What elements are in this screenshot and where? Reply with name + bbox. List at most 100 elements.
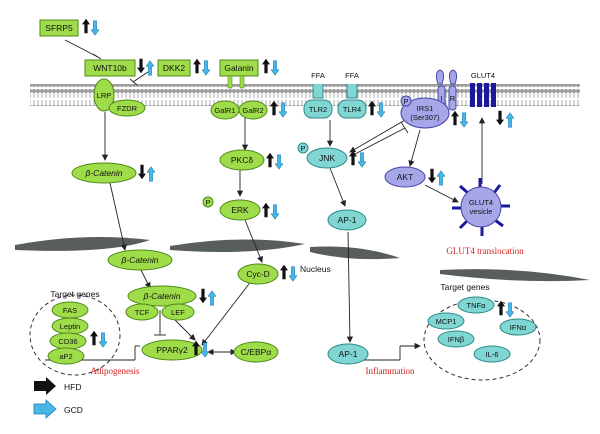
svg-text:HFD: HFD — [64, 382, 81, 392]
galanin-node: Galanin — [219, 59, 259, 77]
cyc-d-gcd-down-arrow — [289, 266, 297, 282]
nucleus-label: Nucleus — [300, 264, 331, 274]
inflammation-label: Inflammation — [366, 366, 415, 376]
svg-text:FFA: FFA — [345, 71, 359, 80]
hfd-legend-arrow — [34, 377, 56, 395]
akt-gcd-up-arrow — [437, 170, 445, 186]
galanin-gcd-down-arrow — [271, 60, 279, 76]
wnt10b-node: WNT10b — [84, 59, 136, 77]
lrp-fzdr-receptor: LRP FZDR — [93, 78, 146, 117]
glut4-hfd-down-arrow — [496, 110, 504, 126]
svg-text:P: P — [300, 144, 305, 153]
legend: HFD GCD — [33, 377, 83, 419]
jnk-node: JNK P — [297, 142, 348, 169]
svg-text:FAS: FAS — [63, 306, 77, 315]
glut4-vesicle: GLUT4 vesicle — [452, 178, 510, 236]
pkc-gcd-down-arrow — [275, 154, 283, 170]
pathway-connections — [45, 39, 486, 361]
pkc-hfd-up-arrow — [266, 152, 274, 168]
irs1-node: IRS1 (Ser307) P — [400, 95, 450, 129]
svg-text:TNFα: TNFα — [467, 301, 487, 310]
svg-text:GCD: GCD — [64, 405, 83, 415]
svg-text:IRS1: IRS1 — [417, 104, 434, 113]
svg-text:C/EBPα: C/EBPα — [241, 347, 272, 357]
svg-text:IFNβ: IFNβ — [448, 335, 465, 344]
beta-catenin-cyto-node: β-Catenin — [71, 162, 137, 184]
svg-text:P: P — [403, 97, 408, 106]
svg-text:PKCδ: PKCδ — [231, 155, 253, 165]
svg-text:R: R — [450, 94, 456, 103]
ap1-nuclear-node: AP-1 — [327, 343, 369, 365]
dkk2-hfd-up-arrow — [193, 58, 201, 74]
adipogenesis-genes-gcd-down-arrow — [99, 332, 107, 348]
beta-catenin-nuclear-gcd-up-arrow — [208, 290, 216, 306]
svg-text:P: P — [205, 198, 210, 207]
svg-text:β-Catenin: β-Catenin — [85, 168, 123, 178]
svg-text:(Ser307): (Ser307) — [410, 113, 440, 122]
svg-text:CD36: CD36 — [58, 337, 77, 346]
jnk-hfd-up-arrow — [349, 150, 357, 166]
svg-text:Leptin: Leptin — [60, 322, 80, 331]
beta-catenin-hfd-down-arrow — [138, 164, 146, 180]
galr-receptors: GalR1 GalR2 — [210, 75, 268, 120]
svg-text:IFNα: IFNα — [510, 323, 527, 332]
pkc-delta-node: PKCδ — [219, 149, 265, 171]
svg-text:JNK: JNK — [319, 153, 335, 163]
svg-text:AKT: AKT — [397, 172, 414, 182]
erk-hfd-up-arrow — [262, 202, 270, 218]
svg-text:SFRP5: SFRP5 — [45, 23, 73, 33]
svg-text:LEF: LEF — [171, 308, 185, 317]
svg-text:Cyc-D: Cyc-D — [246, 269, 270, 279]
gcd-legend-arrow — [33, 399, 57, 419]
adipogenesis-label: Adipogenesis — [91, 366, 140, 376]
tlr-receptors: FFA FFA TLR2 TLR4 — [303, 71, 367, 119]
glut4-gcd-up-arrow — [506, 112, 514, 128]
svg-text:GLUT4: GLUT4 — [471, 71, 495, 80]
adipogenesis-target-genes-circle — [29, 294, 121, 376]
svg-text:DKK2: DKK2 — [163, 63, 185, 73]
svg-text:LRP: LRP — [97, 91, 112, 100]
glut4-transporter: GLUT4 — [470, 71, 496, 107]
adipogenesis-target-genes-title: Target genes — [50, 289, 99, 299]
svg-text:vesicle: vesicle — [470, 207, 493, 216]
cyc-d-hfd-up-arrow — [280, 264, 288, 280]
dkk2-node: DKK2 — [157, 59, 191, 77]
svg-text:GalR2: GalR2 — [242, 106, 263, 115]
jnk-gcd-down-arrow — [358, 152, 366, 168]
svg-text:FFA: FFA — [311, 71, 325, 80]
svg-text:Galanin: Galanin — [224, 63, 254, 73]
cebp-alpha-node: C/EBPα — [233, 341, 279, 363]
irs1-gcd-down-arrow — [460, 112, 468, 128]
svg-text:MCP1: MCP1 — [436, 317, 457, 326]
akt-hfd-down-arrow — [428, 168, 436, 184]
svg-text:TCF: TCF — [135, 308, 150, 317]
glut4-translocation-label: GLUT4 translocation — [446, 246, 524, 256]
inflammation-genes: TNFα MCP1 IFNα IFNβ IL-6 — [427, 296, 537, 363]
sfrp5-hfd-up-arrow — [82, 18, 90, 34]
beta-catenin-tcf-lef-complex: β-Catenin TCF LEF — [125, 285, 197, 321]
akt-node: AKT — [384, 166, 426, 188]
svg-text:β-Catenin: β-Catenin — [143, 291, 181, 301]
adipogenesis-genes-hfd-up-arrow — [90, 330, 98, 346]
svg-text:FZDR: FZDR — [117, 104, 138, 113]
svg-text:TLR2: TLR2 — [309, 105, 327, 114]
sfrp5-gcd-down-arrow — [91, 20, 99, 36]
ap1-cyto-node: AP-1 — [327, 209, 367, 231]
galanin-hfd-up-arrow — [262, 58, 270, 74]
svg-text:IL-6: IL-6 — [486, 350, 499, 359]
svg-text:AP-1: AP-1 — [338, 215, 357, 225]
inflammation-target-genes-title: Target genes — [440, 282, 489, 292]
inflammation-genes-gcd-down-arrow — [506, 302, 514, 318]
cyc-d-node: Cyc-D — [237, 263, 279, 285]
adipogenesis-genes: FAS Leptin CD36 aP2 — [47, 301, 89, 365]
erk-gcd-down-arrow — [271, 204, 279, 220]
sfrp5-inhibit-line — [64, 39, 99, 58]
svg-text:WNT10b: WNT10b — [93, 63, 127, 73]
dkk2-gcd-down-arrow — [202, 60, 210, 76]
wnt10b-hfd-down-arrow — [137, 58, 145, 74]
sfrp5-node: SFRP5 — [39, 19, 79, 37]
nuclear-envelope — [15, 236, 590, 282]
svg-text:TLR4: TLR4 — [343, 105, 361, 114]
svg-text:β-Catenin: β-Catenin — [121, 255, 159, 265]
